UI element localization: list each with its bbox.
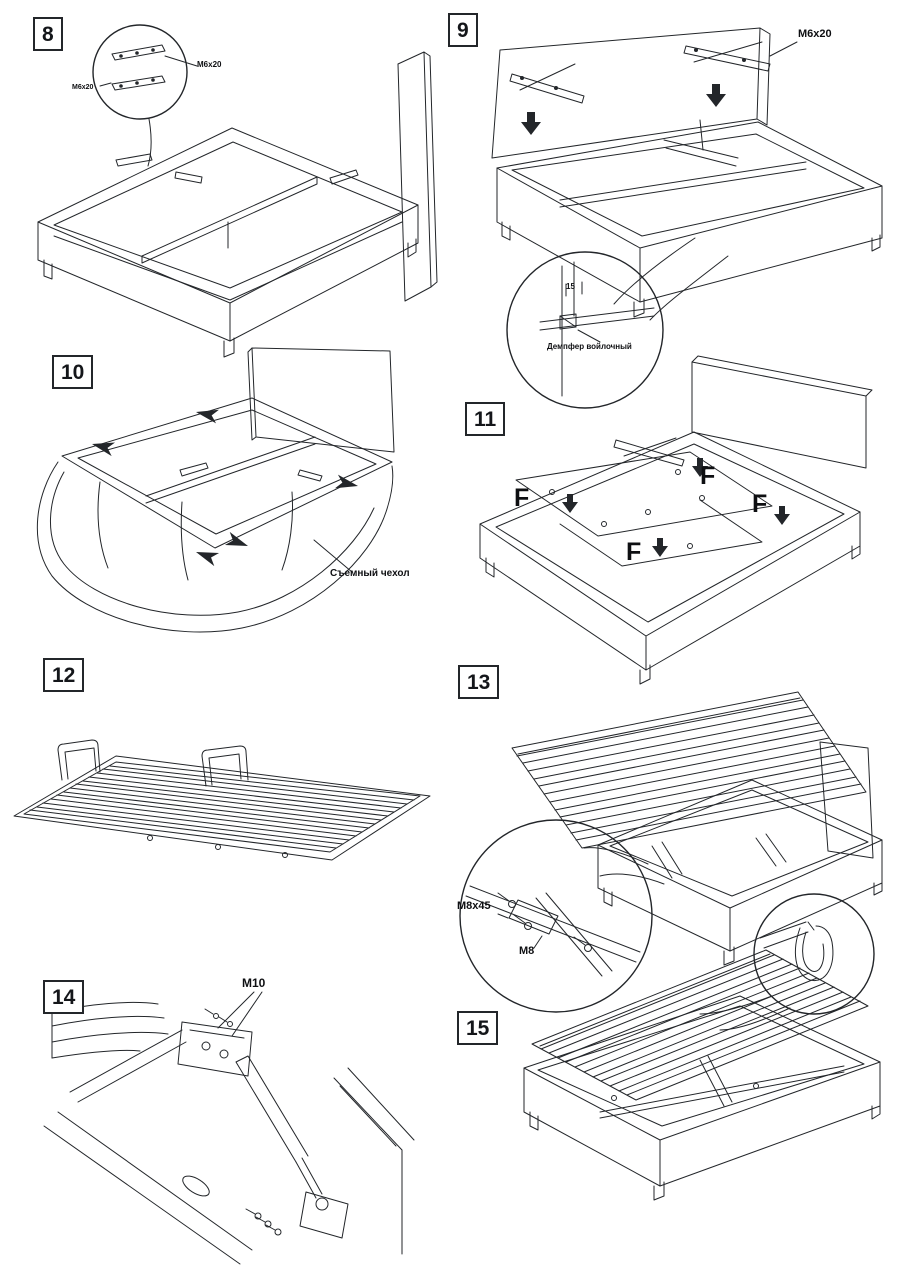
pull-arrow-icon <box>335 474 358 489</box>
step-13-illustration <box>459 691 883 1013</box>
pull-arrow-icon <box>92 442 116 457</box>
panel-f-label: F <box>752 490 768 518</box>
bolt-size-label: M8 <box>519 945 535 957</box>
step-14-illustration <box>43 991 415 1265</box>
bottom-panels <box>515 451 773 567</box>
step-10-illustration <box>36 347 395 633</box>
bolt-size-label: M10 <box>242 976 266 990</box>
step-10-number: 10 <box>52 355 94 389</box>
step-15-number: 15 <box>457 1011 499 1045</box>
arrow-down-icon <box>706 84 726 107</box>
step-8-number: 8 <box>33 17 63 51</box>
arrow-down-icon <box>521 112 541 135</box>
step-11-number: 11 <box>465 402 506 436</box>
gas-strut <box>235 1055 349 1239</box>
damper-label: Демпфер войлочный <box>547 342 632 351</box>
step-12-illustration <box>13 739 431 861</box>
panel-f-label: F <box>626 538 642 566</box>
step-11-illustration <box>479 355 873 685</box>
lift-bracket-left <box>509 63 585 104</box>
handle-loop <box>57 739 101 781</box>
arrow-down-icon <box>562 494 578 513</box>
step-9-illustration <box>491 27 883 409</box>
step-9-detail-circle <box>506 237 729 409</box>
arrow-down-icon <box>652 538 668 557</box>
slat-base-ajar <box>531 949 869 1107</box>
bolt-size-label: M6x20 <box>72 84 94 91</box>
lift-bracket-right <box>683 41 771 72</box>
removable-cover-label: Съемный чехол <box>330 568 410 579</box>
panel-f-label: F <box>514 484 530 512</box>
dimension-label: 15 <box>566 282 575 291</box>
handle-loop <box>201 745 249 787</box>
bolt-size-label: M6x20 <box>197 60 222 69</box>
step-14-number: 14 <box>43 980 85 1014</box>
step-8-illustration <box>37 24 438 358</box>
step-8-detail-circle <box>92 24 198 167</box>
bolt-size-label: M8x45 <box>457 900 491 912</box>
step-9-number: 9 <box>448 13 478 47</box>
arrow-down-icon <box>692 458 708 477</box>
pull-arrow-icon <box>224 531 248 546</box>
arrow-down-icon <box>774 506 790 525</box>
bolt-size-label: M6x20 <box>798 28 832 40</box>
step-13-detail-circle <box>459 819 665 1013</box>
step-13-number: 13 <box>458 665 500 699</box>
pull-arrow-icon <box>196 409 219 424</box>
step-15-illustration <box>523 893 881 1201</box>
pull-arrow-icon <box>196 552 220 567</box>
step-12-number: 12 <box>43 658 85 692</box>
slat-base-open <box>511 691 867 849</box>
step-15-detail-circle <box>699 893 875 1031</box>
panel-f-label: F <box>700 462 716 490</box>
